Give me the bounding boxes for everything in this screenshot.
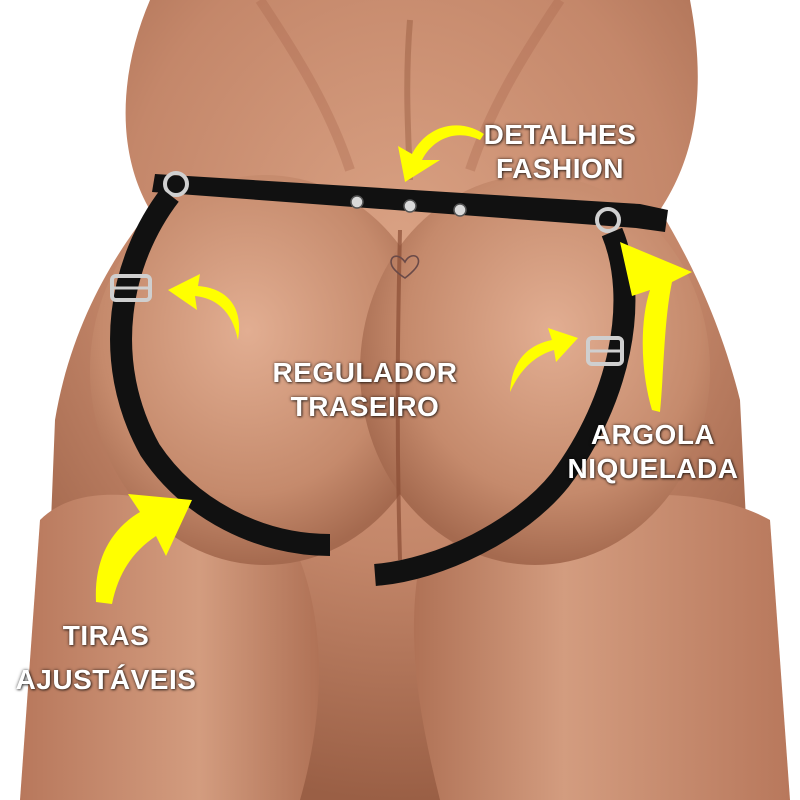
right-o-ring bbox=[595, 207, 621, 233]
stud bbox=[350, 195, 364, 209]
arrow-left-buckle bbox=[168, 274, 240, 340]
right-leg bbox=[413, 494, 790, 800]
label-line: REGULADOR bbox=[272, 357, 458, 388]
label-regulador-traseiro: REGULADOR TRASEIRO bbox=[250, 356, 480, 424]
label-line: TRASEIRO bbox=[290, 391, 440, 422]
stud bbox=[453, 203, 467, 217]
heart-tattoo bbox=[390, 255, 420, 279]
label-detalhes-fashion: DETALHES FASHION bbox=[470, 118, 650, 186]
left-side-strap bbox=[110, 188, 331, 556]
label-line: AJUSTÁVEIS bbox=[15, 664, 197, 695]
arrow-argola bbox=[620, 242, 692, 412]
arrow-detalhes bbox=[398, 125, 484, 182]
label-line: TIRAS bbox=[62, 620, 150, 651]
label-line: DETALHES bbox=[483, 119, 637, 150]
label-line: ARGOLA bbox=[590, 419, 716, 450]
arrow-right-buckle bbox=[510, 328, 578, 392]
label-line: NIQUELADA bbox=[567, 453, 739, 484]
label-line: FASHION bbox=[496, 153, 624, 184]
left-o-ring bbox=[163, 171, 189, 197]
label-argola-niquelada: ARGOLA NIQUELADA bbox=[548, 418, 758, 486]
arrow-tiras bbox=[95, 494, 192, 604]
label-tiras-ajustaveis: TIRAS AJUSTÁVEIS bbox=[0, 614, 212, 702]
stud bbox=[403, 199, 417, 213]
right-side-strap bbox=[373, 227, 636, 586]
left-leg bbox=[20, 494, 319, 800]
